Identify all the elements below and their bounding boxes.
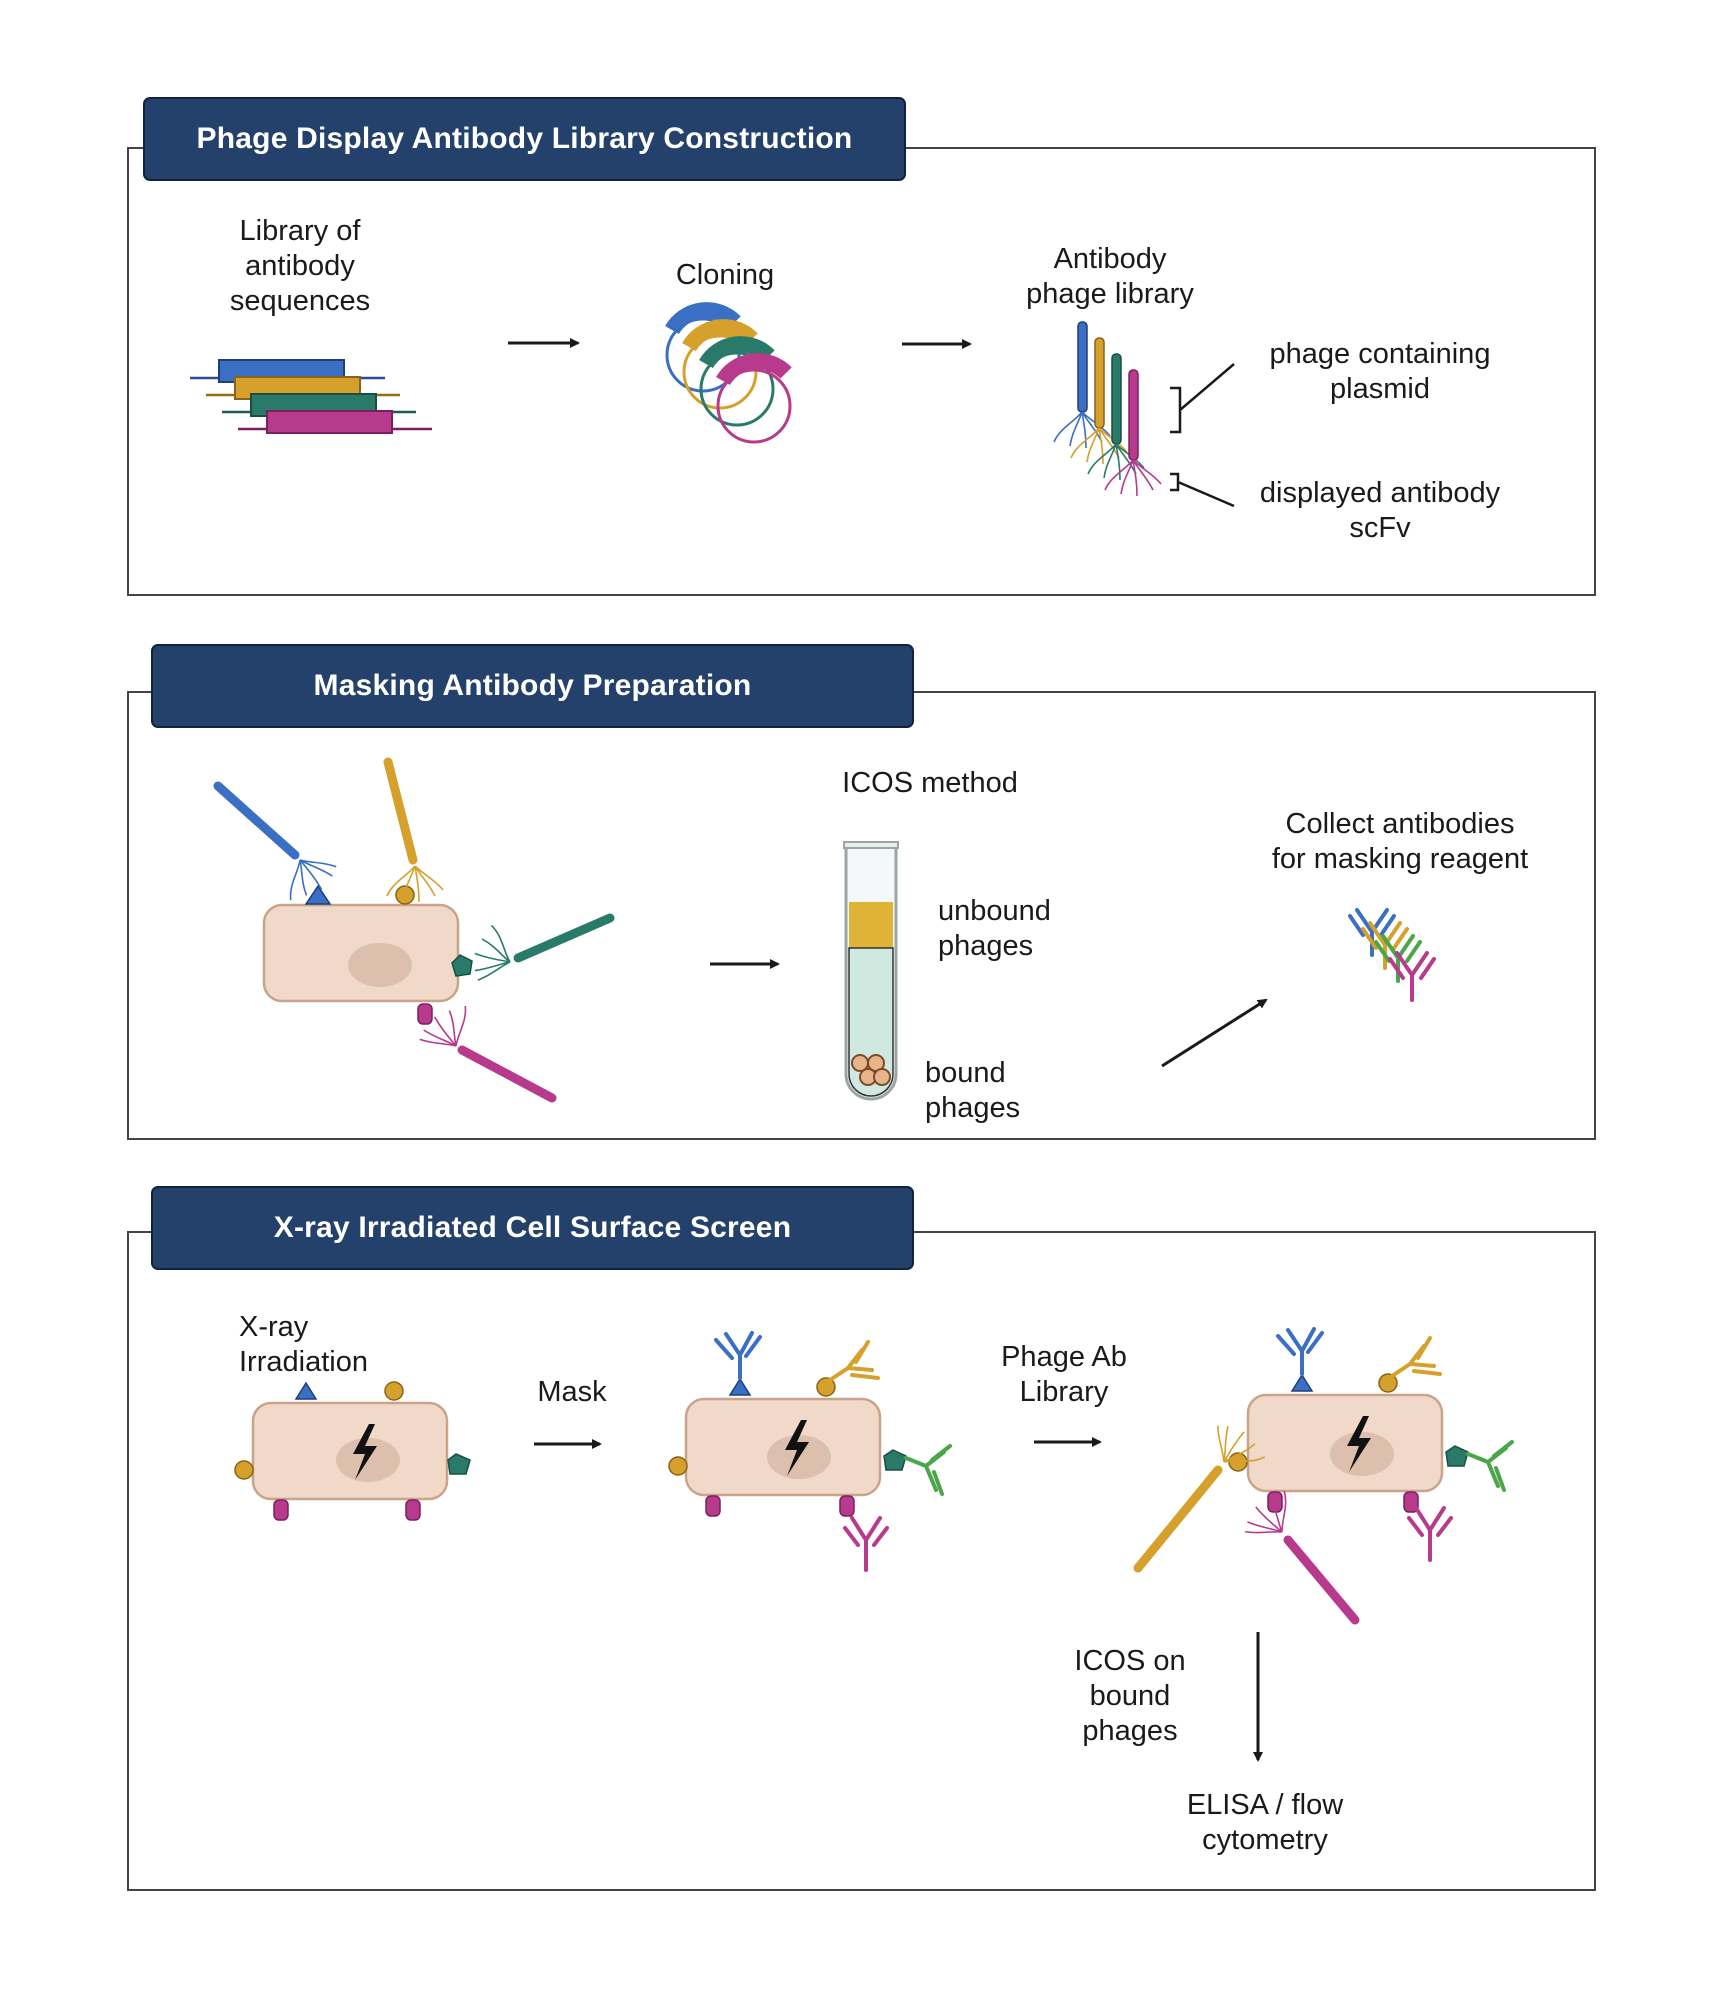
- section-title-library-construction: Phage Display Antibody Library Construct…: [143, 97, 906, 181]
- label-mask: Mask: [537, 1376, 607, 1408]
- label-xray-irradiation: X-ray Irradiation: [239, 1311, 368, 1378]
- collected-antibodies: [1348, 908, 1436, 1002]
- arrow-4: [1161, 998, 1268, 1068]
- bracket-lines: [1170, 363, 1235, 508]
- label-elisa-flow-cytometry: ELISA / flow cytometry: [1186, 1789, 1344, 1856]
- label-bound-phages: bound phages: [925, 1057, 1021, 1124]
- cloning-plasmids: [665, 302, 792, 444]
- label-icos-method: ICOS method: [842, 767, 1018, 799]
- label-cloning: Cloning: [675, 259, 775, 291]
- label-displayed-antibody-scfv: displayed antibody scFv: [1259, 477, 1501, 544]
- section-title-cell-surface-screen: X-ray Irradiated Cell Surface Screen: [151, 1186, 914, 1270]
- section-title-masking-preparation: Masking Antibody Preparation: [151, 644, 914, 728]
- icos-test-tube: [843, 841, 899, 1101]
- label-unbound-phages: unbound phages: [938, 895, 1051, 962]
- label-phage-ab-library: Phage Ab Library: [1001, 1341, 1127, 1408]
- cell-phage-bound: [1133, 1327, 1514, 1625]
- label-antibody-phage-library: Antibody phage library: [1026, 243, 1194, 310]
- label-phage-containing-plasmid: phage containing plasmid: [1269, 338, 1491, 405]
- label-icos-on-bound-phages: ICOS on bound phages: [1074, 1645, 1186, 1747]
- phage-library-rods: [1053, 321, 1162, 497]
- label-collect-antibodies: Collect antibodies for masking reagent: [1271, 808, 1529, 875]
- panel-library-construction: [127, 147, 1596, 596]
- cell-masked: [668, 1331, 952, 1572]
- cell-irradiated: [234, 1381, 471, 1521]
- label-antibody-sequences: Library of antibody sequences: [229, 215, 371, 317]
- cell-masking: [213, 757, 615, 1103]
- panel-cell-surface-screen: [127, 1231, 1596, 1891]
- antibody-sequence-bars: [190, 359, 432, 434]
